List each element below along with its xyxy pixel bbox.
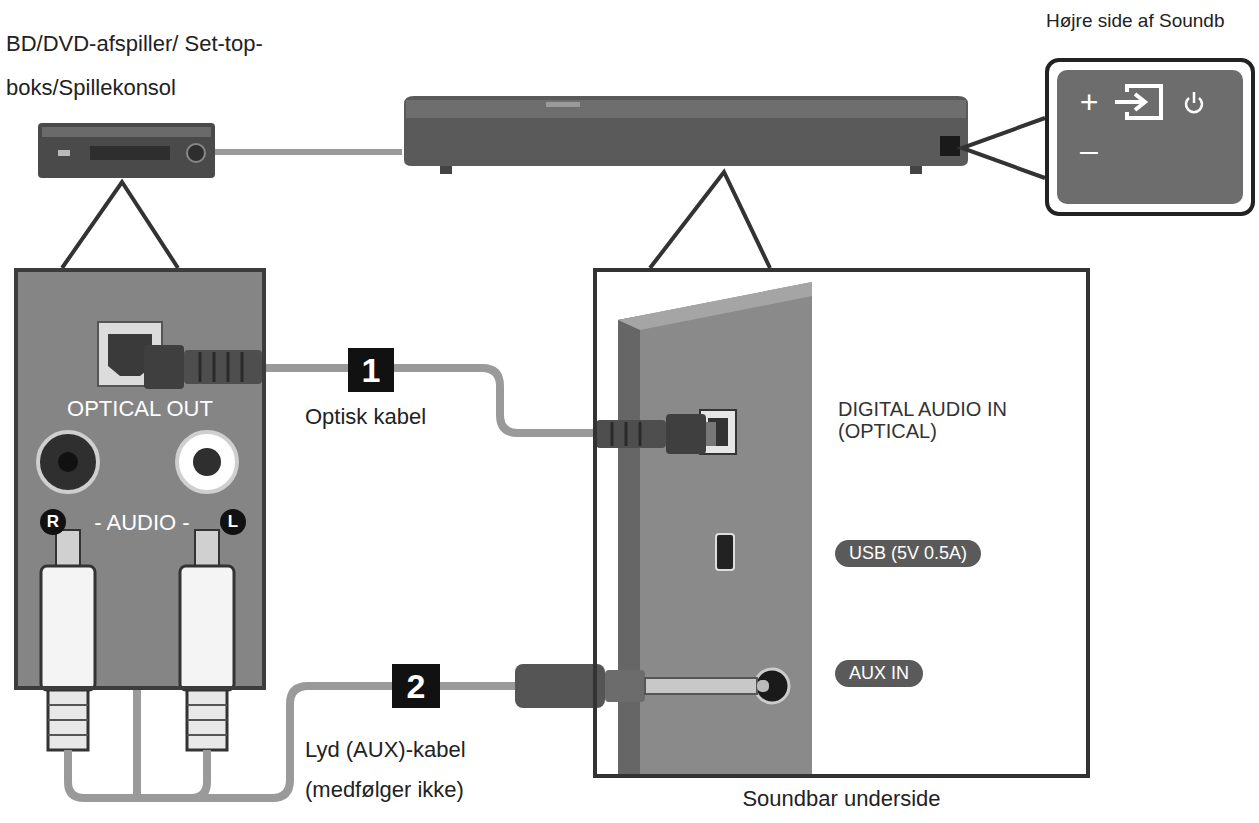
hdmi-link	[215, 149, 402, 155]
port-label: DIGITAL AUDIO IN (OPTICAL)	[838, 398, 1063, 442]
port-label: OPTICAL OUT	[18, 396, 262, 422]
panel-heading: Soundbar underside	[593, 786, 1090, 812]
port-label: AUX IN	[849, 663, 909, 684]
button-symbol: +	[1074, 84, 1104, 121]
button-symbol: –	[1074, 132, 1104, 169]
callout-number: 2	[392, 664, 440, 708]
device-panel: OPTICAL OUT R- AUDIO -L	[14, 268, 266, 690]
callout-number: 1	[348, 348, 394, 392]
optical-plug	[596, 414, 716, 454]
cable-label: Lyd (AUX)-kabel (medfølger ikke)	[305, 730, 540, 810]
port-pill: USB (5V 0.5A)	[835, 540, 981, 567]
port-label: - AUDIO -	[66, 510, 218, 536]
player-device	[38, 123, 215, 178]
rca-plug	[41, 530, 234, 798]
cable	[266, 368, 593, 433]
soundbar-panel: DIGITAL AUDIO IN (OPTICAL)Soundbar under…	[593, 268, 1090, 778]
callout-wedge	[62, 118, 1045, 268]
aux-plug	[515, 664, 769, 708]
soundbar	[404, 96, 968, 174]
channel-badge: R	[40, 509, 66, 535]
button-panel-art	[1049, 62, 1251, 212]
optical-plug	[144, 345, 262, 389]
port-label: USB (5V 0.5A)	[849, 543, 967, 564]
side-panel: Højre side af Soundb+–	[1045, 58, 1255, 216]
soundbar-underside-art	[618, 282, 812, 775]
rca-jack	[38, 432, 237, 492]
port-pill: AUX IN	[835, 660, 923, 687]
panel-heading: Højre side af Soundb	[1046, 10, 1225, 32]
cable-label: Optisk kabel	[305, 404, 426, 430]
channel-badge: L	[220, 509, 246, 535]
device-heading: BD/DVD-afspiller/ Set-top-boks/Spillekon…	[6, 22, 351, 110]
